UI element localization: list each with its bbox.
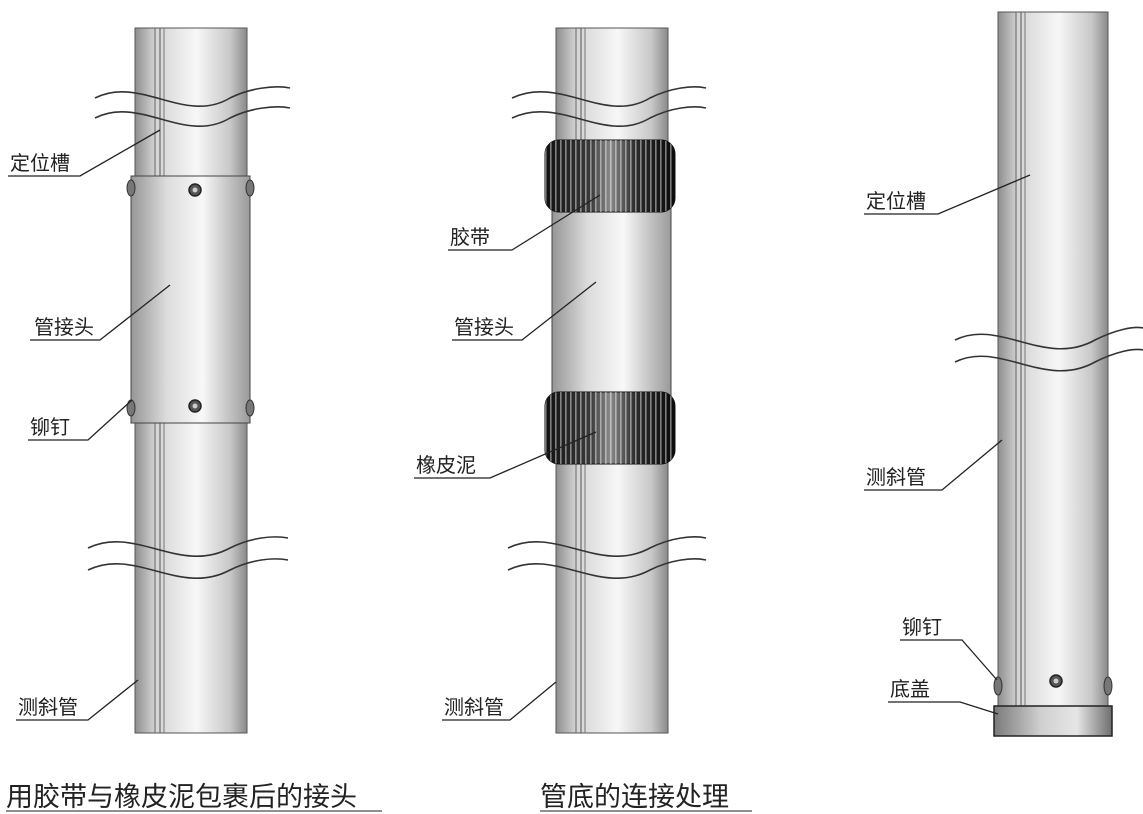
panel-middle-wrapped-joint: 胶带 管接头 橡皮泥 测斜管 (414, 27, 707, 734)
label-locating-groove-1: 定位槽 (10, 151, 70, 175)
panel-left-joint: 定位槽 管接头 铆钉 测斜管 (8, 27, 291, 734)
putty-band (544, 391, 676, 465)
caption-left: 用胶带与橡皮泥包裹后的接头 (6, 782, 357, 813)
tape-band (544, 139, 676, 213)
panel-right-bottom-cap: 定位槽 测斜管 铆钉 底盖 (864, 11, 1143, 737)
label-pipe-joint-1: 管接头 (34, 315, 94, 339)
label-inclinometer-pipe-2: 测斜管 (444, 695, 504, 719)
inclinometer-pipe-3 (997, 11, 1109, 709)
bottom-cap (993, 705, 1113, 737)
pipe-joint-1 (126, 175, 255, 424)
label-tape: 胶带 (450, 225, 490, 249)
label-putty: 橡皮泥 (416, 453, 476, 477)
label-rivet-1: 铆钉 (30, 415, 70, 439)
label-inclinometer-pipe-3: 测斜管 (866, 465, 926, 489)
caption-right: 管底的连接处理 (540, 782, 729, 813)
pipe-joint-2 (551, 179, 672, 421)
label-pipe-joint-2: 管接头 (454, 315, 514, 339)
label-locating-groove-3: 定位槽 (866, 189, 926, 213)
label-inclinometer-pipe-1: 测斜管 (18, 695, 78, 719)
label-rivet-3: 铆钉 (902, 615, 942, 639)
label-bottom-cap: 底盖 (890, 677, 930, 701)
